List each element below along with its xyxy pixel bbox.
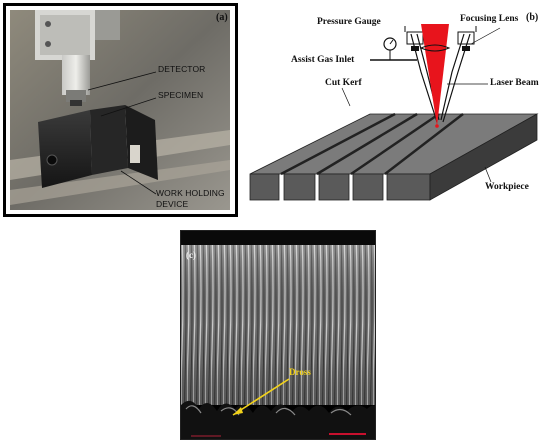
work-holding-callout-line2: DEVICE xyxy=(156,199,189,209)
detector-body xyxy=(62,55,90,95)
workpiece-callout: Workpiece xyxy=(485,182,529,192)
experimental-setup-photo xyxy=(10,10,230,210)
gauge-needle xyxy=(389,39,394,45)
detector-leader xyxy=(87,71,157,91)
panel-a-photo-frame: (a) DETECTOR SPECIMEN WORK HOLDING DEVIC… xyxy=(3,3,238,217)
workpiece-side-face xyxy=(429,113,538,201)
panel-c-label: (c) xyxy=(186,250,196,260)
cut-kerf-leader xyxy=(341,87,351,107)
dross-callout: Dross xyxy=(289,367,311,377)
kerf-groove xyxy=(384,113,464,175)
dross-region xyxy=(181,400,375,439)
panel-b-label: (b) xyxy=(526,12,539,23)
pressure-gauge-callout: Pressure Gauge xyxy=(317,17,381,27)
specimen-callout: SPECIMEN xyxy=(158,90,204,100)
workpiece-segment xyxy=(249,173,280,201)
specimen-edge xyxy=(130,145,140,163)
lens-clamp-left xyxy=(411,46,419,51)
panel-a-leaders xyxy=(87,71,157,195)
laser-beam-callout: Laser Beam xyxy=(490,78,539,88)
cut-kerf-callout: Cut Kerf xyxy=(325,78,362,88)
detector-callout: DETECTOR xyxy=(158,64,206,74)
laser-cutting-diagram xyxy=(249,24,539,201)
nozzle-housing-right xyxy=(457,31,475,45)
lens-clamp-right xyxy=(462,46,470,51)
detector-sensor xyxy=(70,100,82,106)
beam-focus-point xyxy=(435,124,439,128)
work-holding-callout-line1: WORK HOLDING xyxy=(156,188,225,198)
dross-arrow-head xyxy=(233,407,243,415)
housing-top xyxy=(404,26,477,32)
assist-gas-callout: Assist Gas Inlet xyxy=(291,55,355,65)
work-holding-vise xyxy=(38,110,92,188)
panel-c-cut-surface-micrograph: (c) Dross xyxy=(180,230,376,440)
dross-highlights xyxy=(185,405,352,416)
focusing-lens-leader xyxy=(470,27,501,45)
cut-surface-image xyxy=(181,231,375,439)
vise-bolt-hole xyxy=(46,154,58,166)
panel-a-label: (a) xyxy=(216,12,228,23)
dross-arrow xyxy=(232,378,290,416)
nozzle-housing-left xyxy=(406,31,424,45)
mount-screw xyxy=(45,21,51,27)
workpiece-segment xyxy=(283,173,316,201)
kerf-groove xyxy=(280,112,396,176)
laser-beam xyxy=(421,24,449,126)
detector-tip xyxy=(66,90,86,102)
workpiece-segment xyxy=(352,173,384,201)
work-holding-leader xyxy=(120,170,157,195)
mount-screw xyxy=(45,41,51,47)
nozzle-inner-right xyxy=(440,33,465,121)
focusing-lens-callout: Focusing Lens xyxy=(460,14,519,24)
focusing-lens xyxy=(419,44,451,52)
kerf-groove xyxy=(350,112,440,176)
kerf-groove xyxy=(316,112,418,176)
mount-arm xyxy=(95,10,120,40)
surface-top-edge xyxy=(181,231,375,245)
workpiece-segment xyxy=(318,173,350,201)
specimen-leader xyxy=(100,97,157,117)
panel-b-laser-cutting-schematic: (b) Pressure Gauge Focusing Lens Assist … xyxy=(245,2,547,215)
workpiece-segment xyxy=(386,173,431,201)
table-rail xyxy=(10,160,230,205)
surface-shading xyxy=(181,245,375,405)
workpiece-leader xyxy=(484,166,492,183)
vise-jaw xyxy=(90,105,128,175)
